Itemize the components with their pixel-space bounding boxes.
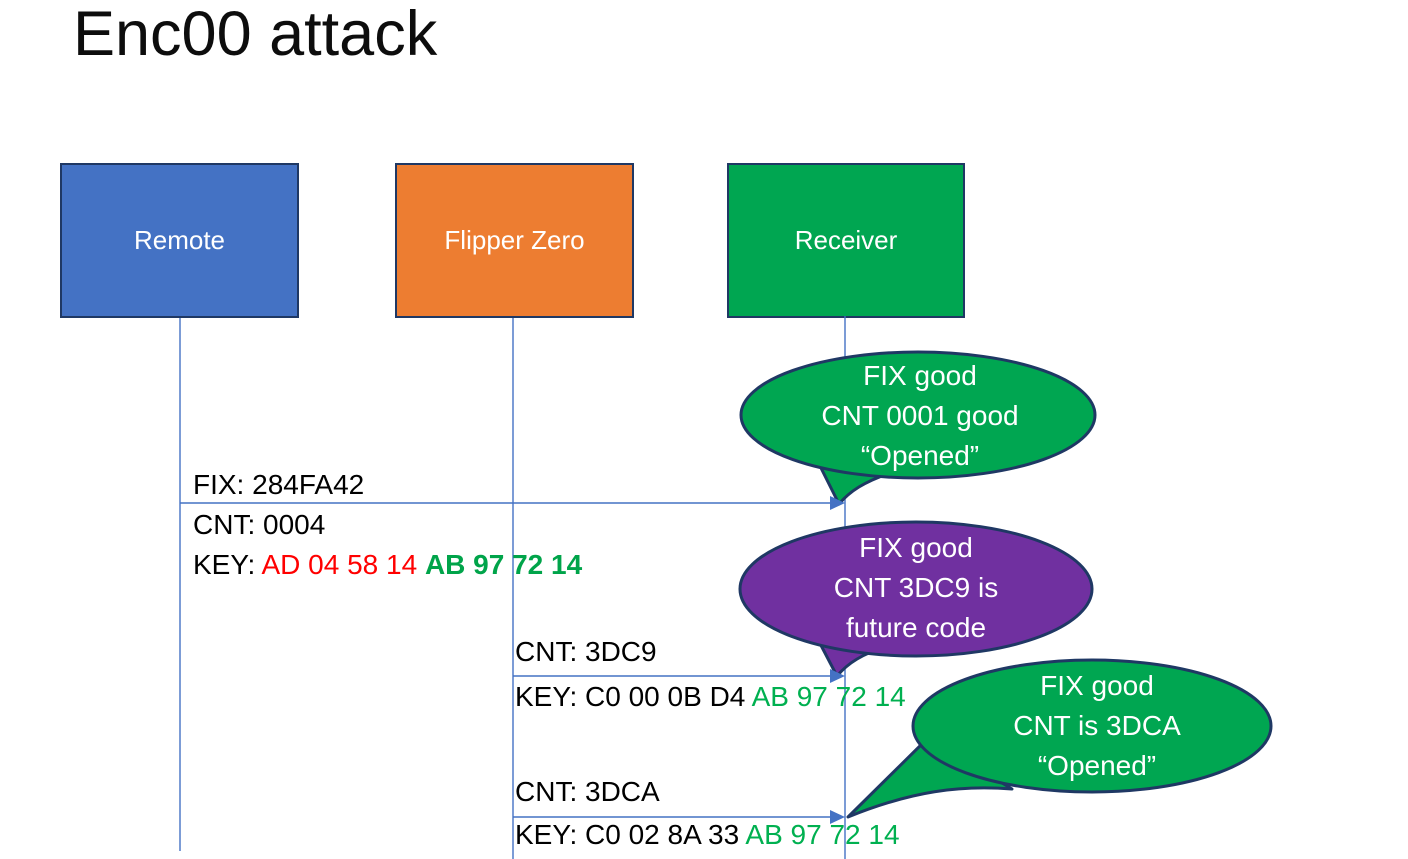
message-2-key-label: KEY: C0 00 0B D4 AB 97 72 14 bbox=[515, 681, 906, 713]
message-1-key-prefix: KEY: bbox=[193, 549, 262, 580]
remote-box: Remote bbox=[60, 163, 299, 318]
message-3-cnt-label: CNT: 3DCA bbox=[515, 776, 660, 807]
callout-2-line-1: FIX good bbox=[859, 532, 973, 563]
callout-1-text: FIX good CNT 0001 good “Opened” bbox=[740, 356, 1100, 476]
receiver-box: Receiver bbox=[727, 163, 965, 318]
receiver-box-label: Receiver bbox=[794, 225, 898, 255]
message-1-cnt-label: CNT: 0004 bbox=[193, 509, 326, 540]
message-2-arrowhead-icon bbox=[830, 669, 845, 683]
message-1-key-label: KEY: AD 04 58 14 AB 97 72 14 bbox=[193, 549, 582, 581]
callout-2-bubble bbox=[738, 520, 1094, 658]
remote-box-label: Remote bbox=[133, 225, 226, 255]
callout-3-line-2: CNT is 3DCA bbox=[1013, 710, 1181, 741]
flipper-zero-box-label: Flipper Zero bbox=[444, 225, 585, 255]
message-1-arrowhead-icon bbox=[830, 496, 845, 510]
callout-1-line-2: CNT 0001 good bbox=[821, 400, 1019, 431]
callout-2-line-3: future code bbox=[845, 612, 987, 643]
message-3-key-prefix: KEY: C0 02 8A 33 bbox=[515, 819, 746, 850]
callout-3-line-3: “Opened” bbox=[1037, 750, 1157, 781]
callout-1-line-1: FIX good bbox=[863, 360, 977, 391]
callout-3-tail bbox=[846, 736, 1014, 819]
callout-3-text: FIX good CNT is 3DCA “Opened” bbox=[917, 666, 1277, 786]
message-2-cnt-label: CNT: 3DC9 bbox=[515, 636, 657, 667]
page-title: Enc00 attack bbox=[73, 0, 438, 69]
message-2-key-prefix: KEY: C0 00 0B D4 bbox=[515, 681, 752, 712]
callout-1-bubble bbox=[739, 350, 1097, 480]
message-1-key-fixed-bytes: AB 97 72 14 bbox=[424, 549, 583, 580]
message-2-key-fixed-bytes: AB 97 72 14 bbox=[751, 681, 906, 712]
callout-3-line-1: FIX good bbox=[1040, 670, 1154, 701]
callout-3-bubble bbox=[911, 658, 1273, 794]
flipper-zero-box: Flipper Zero bbox=[395, 163, 634, 318]
callout-2-line-2: CNT 3DC9 is bbox=[833, 572, 999, 603]
message-3-key-label: KEY: C0 02 8A 33 AB 97 72 14 bbox=[515, 819, 900, 851]
message-1-fix-label: FIX: 284FA42 bbox=[193, 469, 365, 500]
callout-2-text: FIX good CNT 3DC9 is future code bbox=[736, 528, 1096, 648]
callout-1-line-3: “Opened” bbox=[860, 440, 980, 471]
message-3-arrowhead-icon bbox=[830, 810, 845, 824]
message-3-key-fixed-bytes: AB 97 72 14 bbox=[745, 819, 900, 850]
message-1-key-changing-bytes: AD 04 58 14 bbox=[261, 549, 425, 580]
